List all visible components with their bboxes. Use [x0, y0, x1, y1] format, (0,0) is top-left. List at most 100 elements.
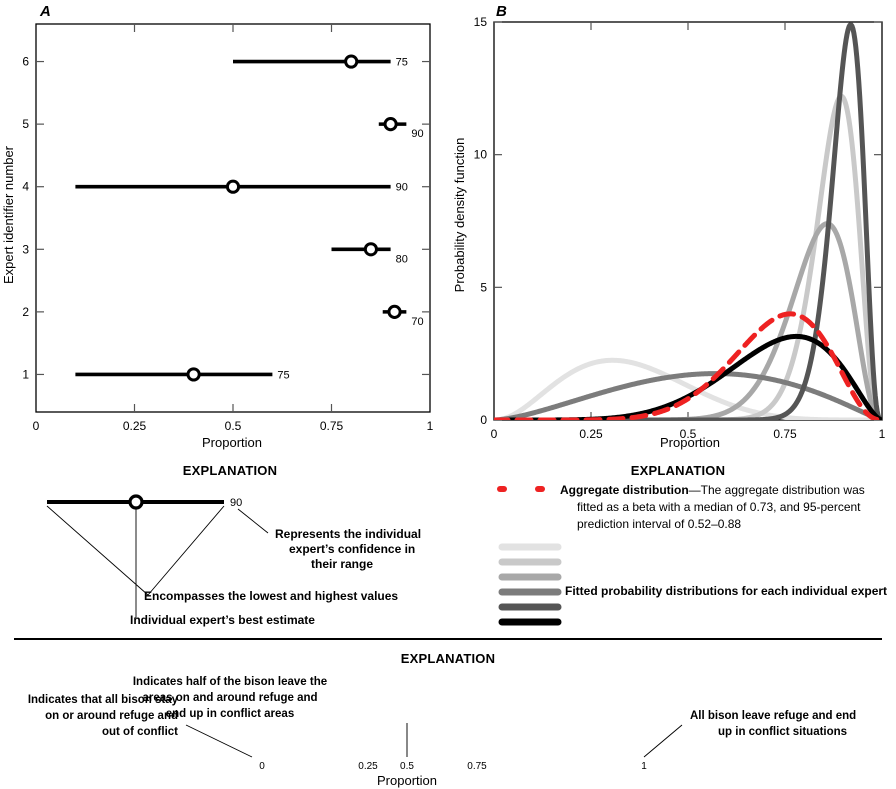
explanation-bottom: EXPLANATION Indicates half of the bison … [0, 645, 896, 789]
panel-b-xtick-label: 0.5 [680, 427, 697, 441]
explanation-b-title: EXPLANATION [631, 463, 725, 478]
explanation-b: EXPLANATION Aggregate distribution—The a… [460, 455, 896, 635]
bottom-mid-line3: end up in conflict areas [166, 708, 294, 720]
panel-b-xtick-label: 0 [491, 427, 498, 441]
panel-b-ytick-label: 15 [474, 15, 488, 29]
expert-range-group: 75 [233, 54, 408, 69]
explanation-bottom-svg: EXPLANATION Indicates half of the bison … [28, 651, 856, 788]
leader-line-confidence [237, 508, 269, 534]
panel-a-ytick-label: 6 [22, 55, 29, 69]
panel-b-ytick-label: 10 [474, 148, 488, 162]
panel-a-xtick-label: 0.75 [320, 419, 344, 433]
bottom-tick-label: 1 [641, 761, 647, 772]
panel-a-ytick-label: 1 [22, 367, 29, 381]
expert-confidence-label: 80 [396, 253, 408, 265]
expert-best-estimate-marker [344, 54, 359, 69]
legend-aggregate-line2: fitted as a beta with a median of 0.73, … [577, 500, 861, 514]
bottom-left-line2: on or around refuge and [45, 710, 178, 722]
bottom-right-line1: All bison leave refuge and end [690, 710, 856, 722]
panel-b-ytick-label: 0 [480, 413, 487, 427]
expert-best-estimate-marker [383, 117, 398, 132]
panel-b-letter: B [496, 3, 507, 20]
panel-a-data: 75 90 90 80 70 75 [75, 54, 424, 382]
expert-best-estimate-marker [225, 179, 241, 194]
expert-5-pdf [494, 22, 882, 420]
panel-a-plot-frame [35, 23, 431, 413]
bottom-tick-label: 0.75 [467, 761, 487, 772]
expert-range-group: 90 [75, 179, 408, 194]
bottom-right-line2: up in conflict situations [718, 726, 847, 738]
explanation-a-svg: EXPLANATION 90 Represents the individual… [46, 463, 421, 627]
section-divider [14, 638, 882, 640]
panel-a-xtick-label: 0 [33, 419, 40, 433]
note-confidence-line3: their range [311, 557, 373, 571]
note-confidence-line2: expert’s confidence in [289, 542, 415, 556]
bottom-leader-left [185, 724, 253, 758]
bottom-left-line1: Indicates that all bison stay [28, 694, 179, 706]
expert-range-group: 90 [378, 117, 424, 140]
panel-b-plot-frame [493, 21, 883, 421]
expert-range-group: 75 [75, 367, 290, 382]
legend-expert-swatches [498, 543, 562, 626]
legend-aggregate-rest: —The aggregate distribution was [689, 483, 865, 497]
panel-b-curve-group [494, 22, 882, 420]
leader-line-high [147, 505, 225, 596]
expert-confidence-label: 90 [396, 182, 408, 194]
expert-confidence-label: 70 [411, 316, 423, 328]
panel-b-xtick-label: 1 [879, 427, 886, 441]
bottom-mid-line2: areas on and around refuge and [142, 692, 317, 704]
panel-a-xtick-label: 1 [427, 419, 434, 433]
note-best-estimate: Individual expert’s best estimate [130, 613, 315, 627]
panel-a-ytick-label: 5 [22, 117, 29, 131]
aggregate-pdf [494, 311, 882, 420]
panel-a-xtick-label: 0.5 [225, 419, 242, 433]
panel-a-ytick-label: 3 [22, 242, 29, 256]
expert-1-pdf [494, 357, 882, 420]
panel-b-xaxis-title: Proportion [660, 435, 720, 450]
expert-confidence-label: 75 [277, 369, 289, 381]
legend-fitted-label: Fitted probability distributions for eac… [565, 584, 887, 598]
panel-a-ytick-label: 2 [22, 305, 29, 319]
bottom-tick-label: 0 [259, 761, 265, 772]
panel-a-xtick-label: 0.25 [123, 419, 147, 433]
expert-best-estimate-marker [363, 242, 378, 257]
expert-4-pdf [494, 93, 882, 420]
bottom-mid-line1: Indicates half of the bison leave the [133, 676, 327, 688]
expert-range-group: 70 [382, 304, 424, 328]
legend-aggregate-bold: Aggregate distribution [560, 483, 689, 497]
explanation-bottom-title: EXPLANATION [401, 651, 495, 666]
legend-aggregate-line3: prediction interval of 0.52–0.88 [577, 517, 741, 531]
bottom-tick-label: 0.5 [400, 761, 414, 772]
expert-confidence-label: 90 [411, 128, 423, 140]
panel-b-ytick-label: 5 [480, 280, 487, 294]
bottom-axis-label: Proportion [377, 773, 437, 788]
panel-a-xaxis-title: Proportion [202, 435, 262, 450]
expert-best-estimate-marker [387, 304, 402, 319]
panel-a-letter: A [39, 3, 51, 20]
note-confidence-line1: Represents the individual [275, 527, 421, 541]
panel-a-yaxis-title: Expert identifier number [1, 145, 16, 284]
bottom-leader-right [643, 724, 683, 758]
legend-best-estimate-marker [128, 494, 144, 510]
expert-confidence-label: 75 [396, 57, 408, 69]
bottom-left-line3: out of conflict [102, 726, 178, 738]
legend-aggregate-label: Aggregate distribution—The aggregate dis… [560, 483, 865, 497]
explanation-a: EXPLANATION 90 Represents the individual… [0, 455, 460, 635]
leader-line-low [46, 505, 149, 596]
panel-b-xtick-label: 0.75 [773, 427, 797, 441]
panel-b-yaxis-title: Probability density function [452, 138, 467, 293]
expert-range-group: 80 [331, 242, 408, 265]
explanation-b-svg: EXPLANATION Aggregate distribution—The a… [497, 463, 887, 626]
note-range: Encompasses the lowest and highest value… [144, 589, 398, 603]
panel-b-xtick-label: 0.25 [579, 427, 603, 441]
explanation-a-title: EXPLANATION [183, 463, 277, 478]
expert-6-pdf [494, 371, 882, 420]
